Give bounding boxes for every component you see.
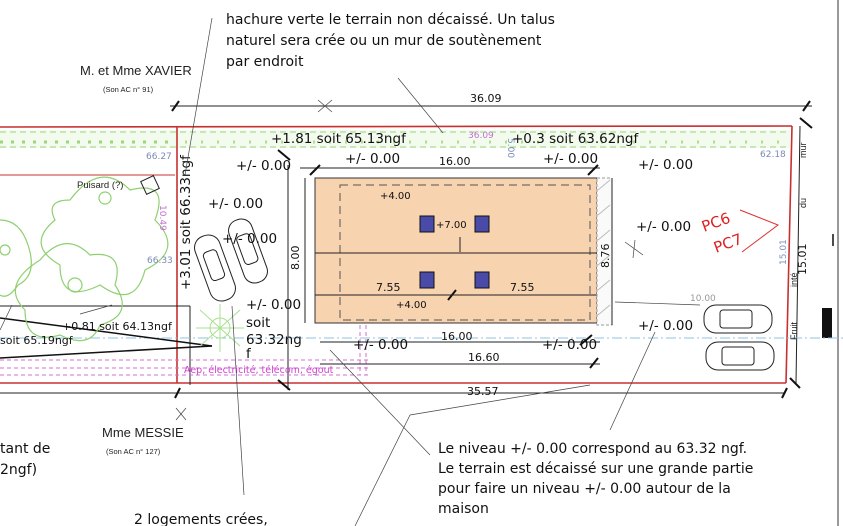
neighbour-ref: (Son AC n° 127): [106, 447, 161, 456]
dim-tick: [277, 149, 291, 161]
dim-faint: 36.09: [468, 131, 494, 141]
top-dimension: 36.09: [170, 92, 812, 113]
dim-faint: 10.49: [157, 205, 167, 231]
level-label: +3.01 soit 66.33ngf: [178, 154, 194, 290]
level-label: +/- 0.00: [353, 337, 408, 353]
level-label: +/- 0.00: [246, 297, 301, 313]
svg-text:naturel sera crée ou un mur de: naturel sera crée ou un mur de soutèneme…: [226, 33, 542, 49]
dim-right-side: 15.01: [796, 244, 809, 276]
slope-arrow: [0, 304, 213, 359]
wall-label: Fruit: [789, 322, 799, 340]
unexcavated-band: [0, 130, 790, 176]
pc6-label: PC6: [699, 209, 732, 236]
neighbour-name: Mme MESSIE: [102, 425, 184, 440]
note-top: hachure verte le terrain non décaissé. U…: [226, 12, 555, 70]
dim-tick: [277, 379, 291, 391]
spot-level: 62.18: [760, 150, 786, 160]
dim-half-left: 7.55: [376, 281, 401, 294]
svg-text:maison: maison: [438, 501, 489, 517]
svg-text:2ngf): 2ngf): [0, 462, 37, 478]
level-label: +/- 0.00: [208, 196, 263, 212]
level-label: +/- 0.00: [636, 219, 691, 235]
house-dimensions: [0, 164, 788, 421]
dim-parking: 10.00: [690, 294, 716, 304]
level-label: +/- 0.00: [222, 231, 277, 247]
dim-house-depth: 8.00: [289, 246, 302, 271]
level-label: +0.81 soit 64.13ngf: [62, 320, 173, 333]
note-bottom-center: 2 logements crées,: [134, 512, 268, 526]
wall-label: inté: [789, 272, 799, 287]
level-label: +0.3 soit 63.62ngf: [512, 131, 639, 147]
note-bottom-right: Le niveau +/- 0.00 correspond au 63.32 n…: [438, 441, 753, 517]
dim-faint: 5.00: [505, 138, 515, 158]
level-label: +4.00: [396, 300, 427, 311]
skylight-icon: [474, 271, 490, 289]
skylight-icon: [419, 271, 435, 289]
svg-text:par endroit: par endroit: [226, 54, 304, 70]
networks-band: Aep, électricité, télécom, égout: [0, 318, 843, 376]
dim-half-right: 7.55: [510, 281, 535, 294]
pc-marker: PC6 PC7: [699, 209, 780, 257]
level-label: +1.81 soit 65.13ngf: [271, 131, 407, 147]
networks-label: Aep, électricité, télécom, égout: [184, 365, 334, 376]
skylight-icon: [474, 215, 490, 233]
car-icon: [194, 218, 268, 302]
svg-text:Le terrain est décaissé sur un: Le terrain est décaissé sur une grande p…: [438, 461, 753, 477]
level-label: 63.32ng: [246, 332, 302, 348]
level-label: +/- 0.00: [345, 151, 400, 167]
svg-text:hachure verte le terrain non d: hachure verte le terrain non décaissé. U…: [226, 12, 555, 28]
level-label: soit 65.19ngf: [0, 334, 74, 347]
svg-text:pour faire un niveau +/- 0.00: pour faire un niveau +/- 0.00 autour de …: [438, 481, 731, 497]
dim-bottom-total: 35.57: [467, 385, 499, 398]
svg-text:Le niveau +/- 0.00 correspond: Le niveau +/- 0.00 correspond au 63.32 n…: [438, 441, 747, 457]
wall-label: mur: [798, 142, 808, 158]
car-icon: [703, 304, 775, 371]
leader-lines: [184, 17, 656, 526]
shrub-icon: [196, 304, 244, 352]
level-label: +7.00: [436, 220, 467, 231]
tree-icon: [0, 176, 169, 342]
spot-level: 66.27: [146, 152, 172, 162]
neighbour-ref: (Son AC n° 91): [103, 85, 154, 94]
dim-top-total: 36.09: [470, 92, 502, 105]
house-footprint: [314, 177, 613, 326]
dim-house-bottom-outer: 16.60: [468, 351, 500, 364]
neighbour-name: M. et Mme XAVIER: [80, 63, 192, 78]
skylight-icon: [419, 215, 435, 233]
level-label: +/- 0.00: [638, 157, 693, 173]
level-label: +/- 0.00: [236, 158, 291, 174]
level-label: +/- 0.00: [543, 151, 598, 167]
dim-house-depth-right: 8.76: [599, 244, 612, 269]
level-label: +/- 0.00: [638, 318, 693, 334]
level-label: f: [246, 346, 252, 362]
pc7-label: PC7: [711, 230, 744, 257]
level-label: soit: [246, 315, 270, 331]
svg-text:tant de: tant de: [0, 441, 50, 457]
dim-house-top: 16.00: [439, 155, 471, 168]
note-bottom-left: tant de 2ngf): [0, 441, 50, 478]
wall-label: du: [798, 198, 808, 208]
dim-house-bottom: 16.00: [441, 330, 473, 343]
scale-mark: [822, 308, 832, 338]
level-label: +/- 0.00: [542, 337, 597, 353]
level-label: +4.00: [380, 191, 411, 202]
puisard-label: Puisard (?): [77, 180, 123, 191]
soakaway-icon: [140, 175, 160, 195]
plot-boundary: [0, 117, 813, 389]
spot-level: 66.33: [147, 256, 173, 266]
dim-faint: 15.01: [779, 239, 789, 265]
